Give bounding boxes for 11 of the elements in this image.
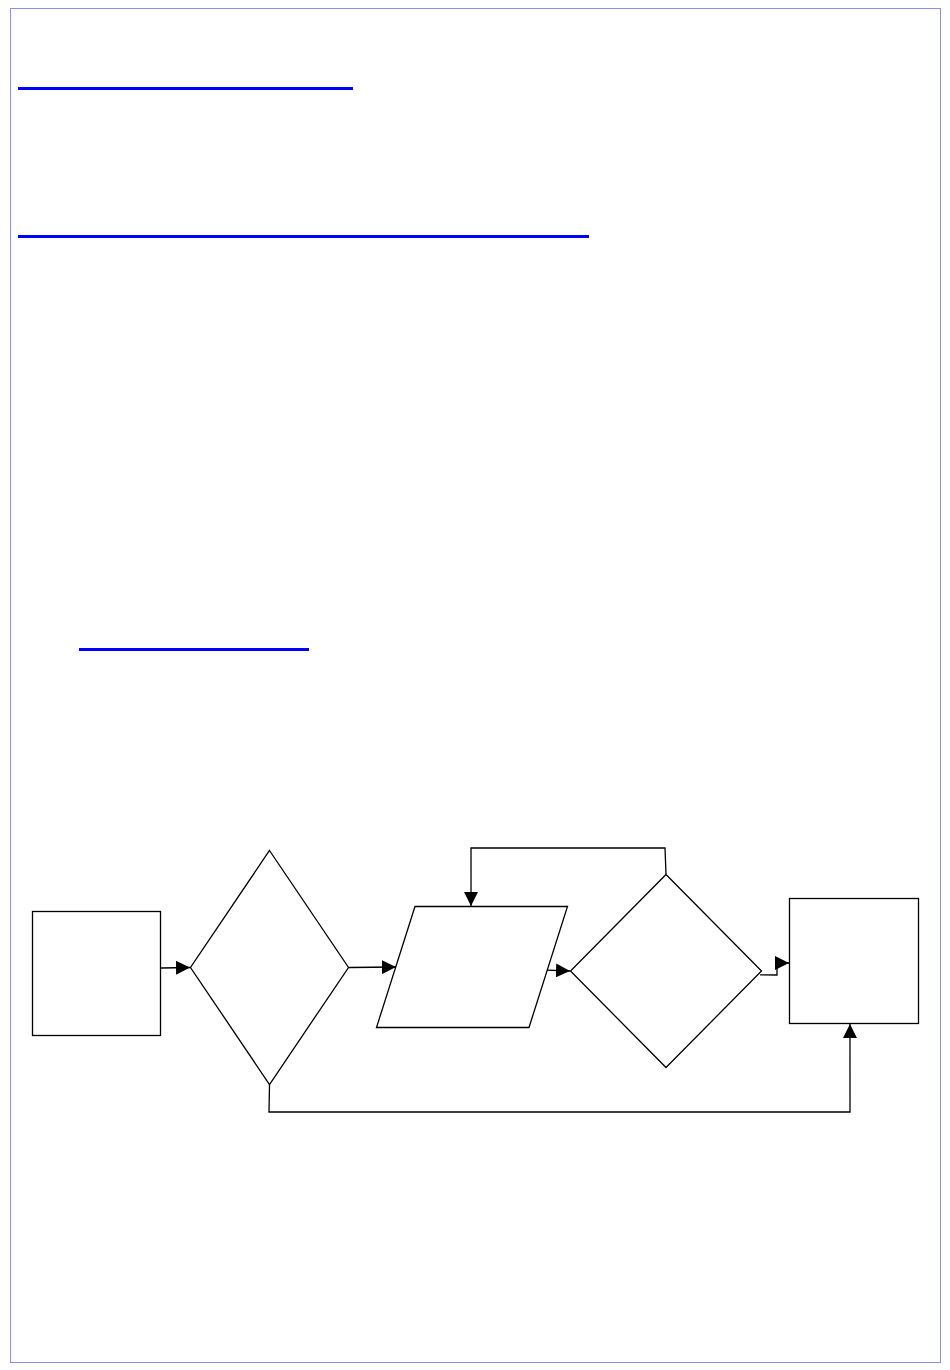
data-parallelogram: [376, 906, 568, 1028]
process-box: [789, 898, 919, 1024]
arrow: [759, 956, 790, 976]
arrow: [546, 963, 571, 978]
arrow: [348, 960, 397, 975]
decision-diamond: [190, 850, 349, 1085]
arrow: [464, 847, 667, 907]
decision-diamond: [570, 874, 762, 1068]
arrow: [268, 1023, 857, 1113]
process-box: [32, 911, 161, 1036]
arrow: [160, 960, 191, 975]
